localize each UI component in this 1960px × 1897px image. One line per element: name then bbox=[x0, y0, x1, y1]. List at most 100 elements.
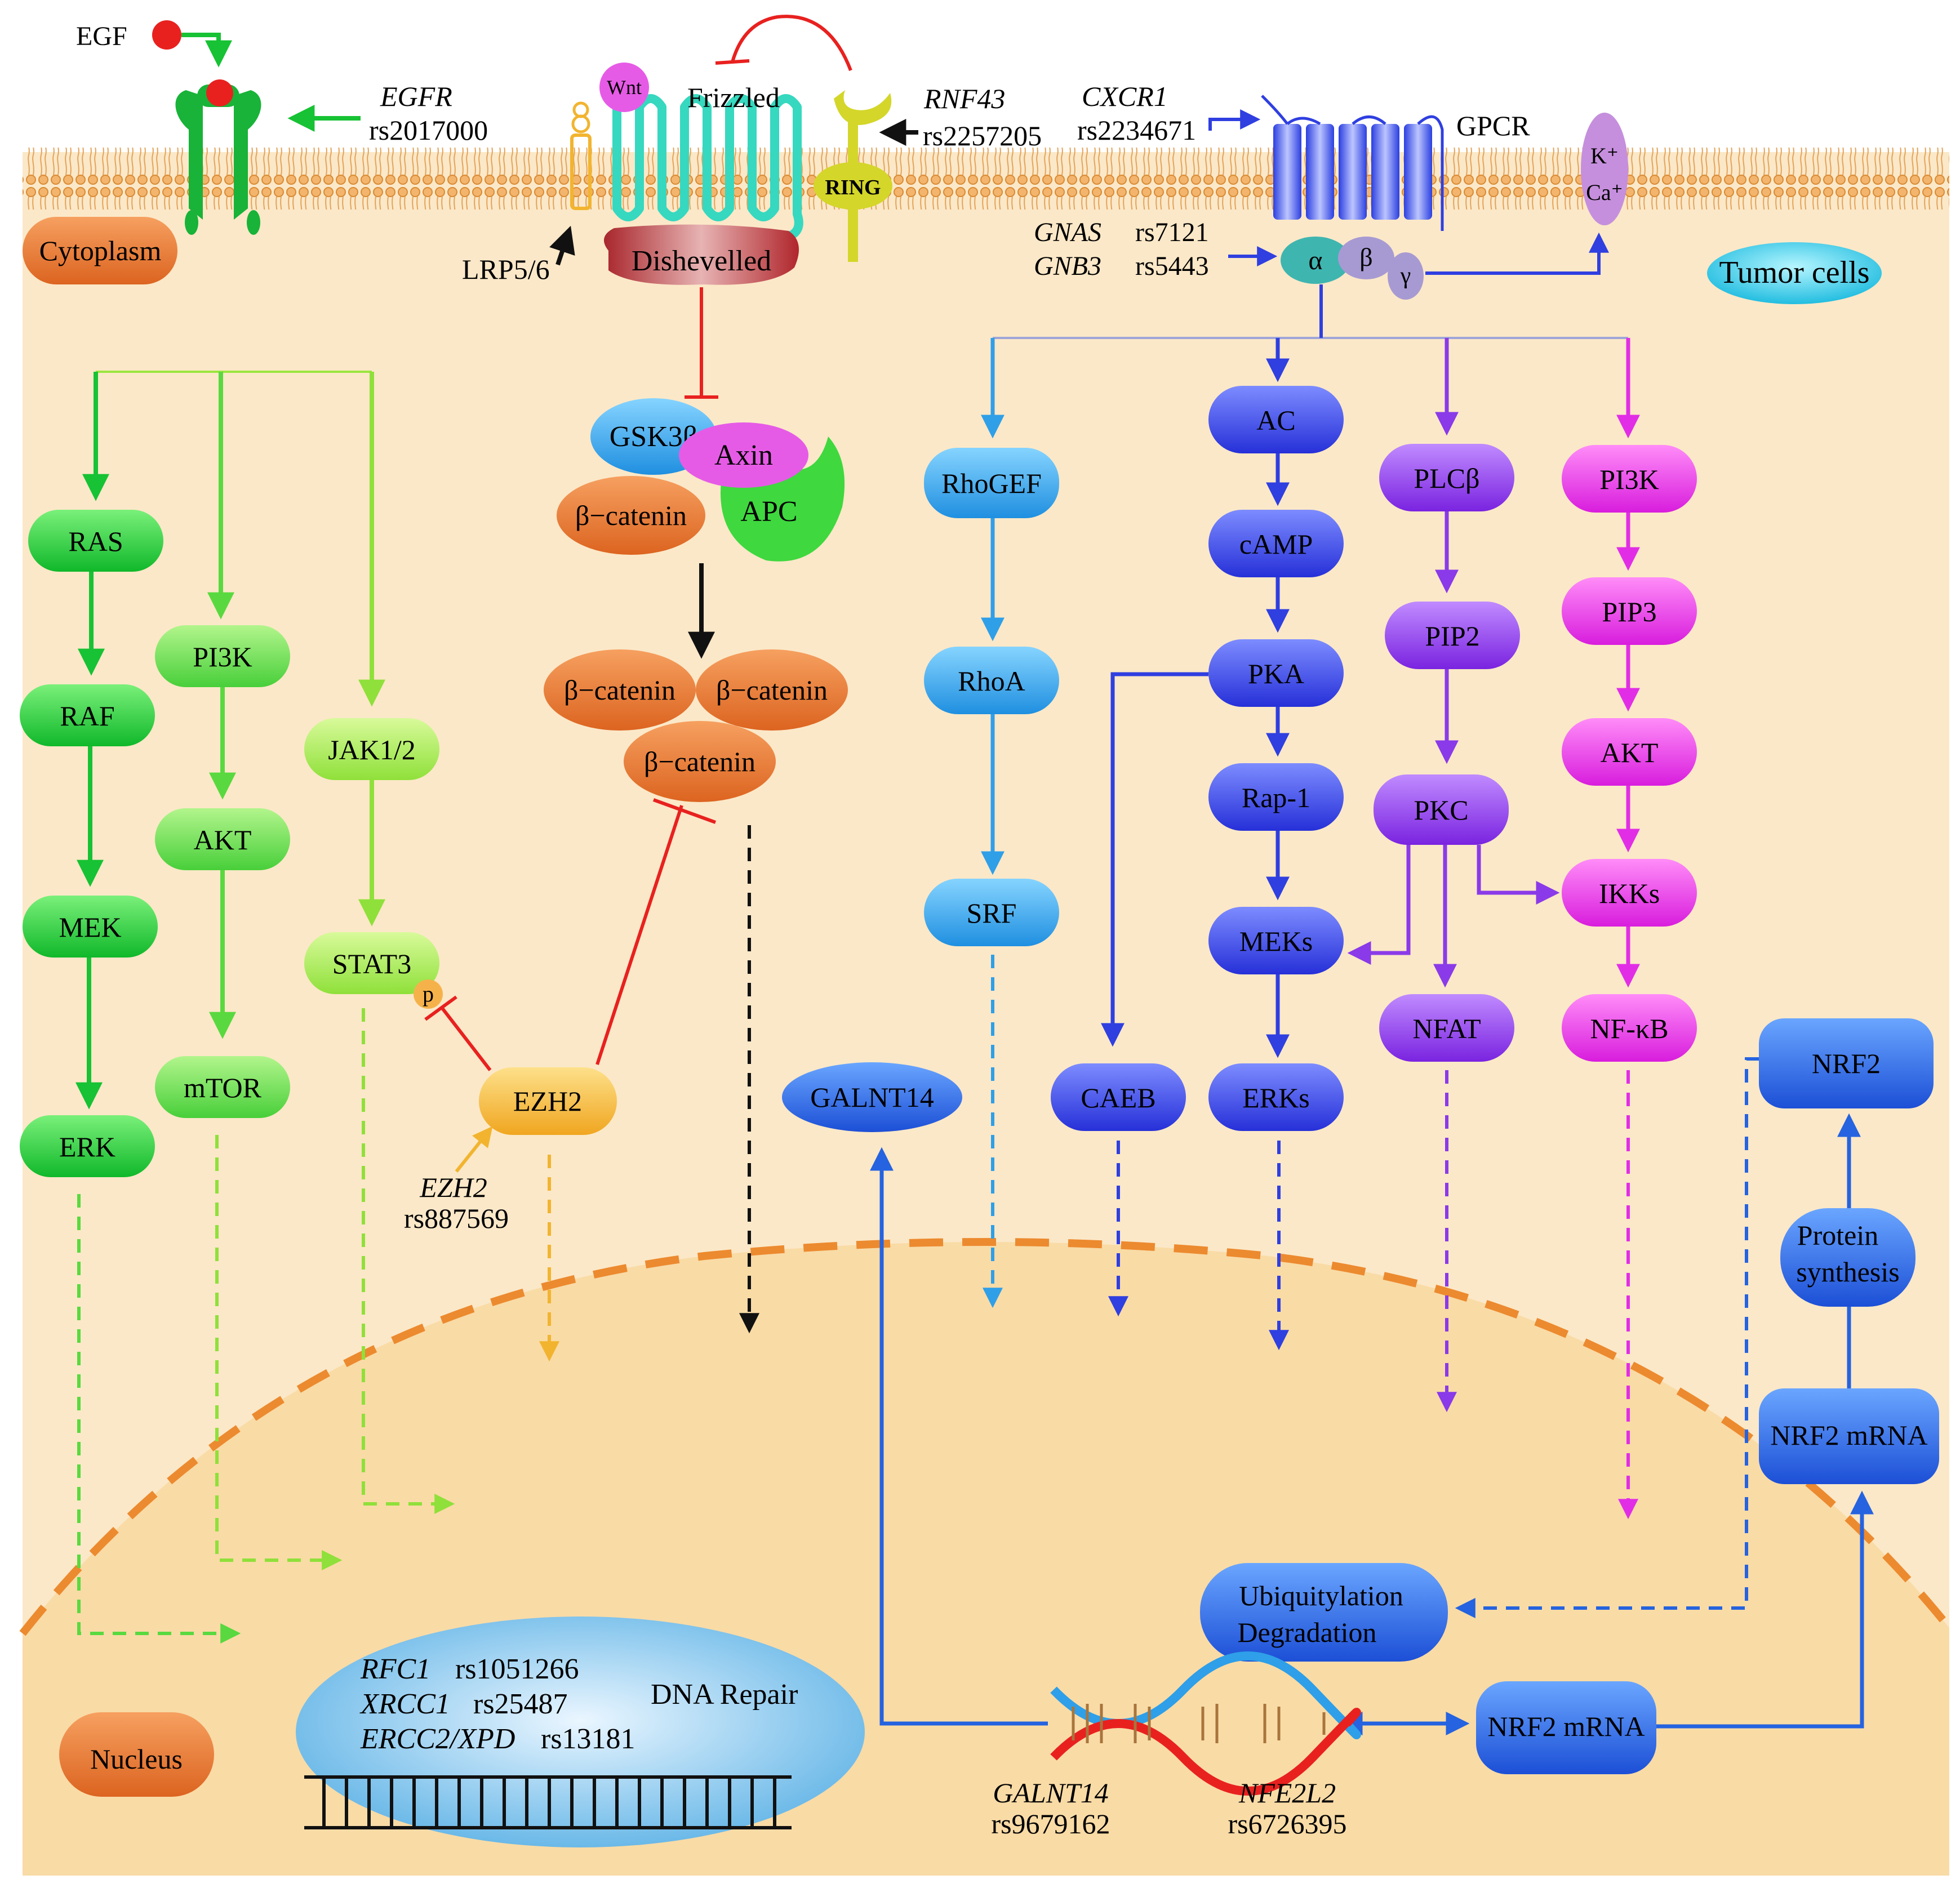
galnt14-snp: rs9679162 bbox=[991, 1808, 1110, 1840]
svg-text:α: α bbox=[1308, 246, 1322, 275]
mtor-to-nucleus bbox=[215, 1135, 343, 1570]
pkc-to-ikks bbox=[1477, 845, 1560, 905]
nucleus-label: Nucleus bbox=[90, 1743, 183, 1775]
node-pip2 bbox=[1385, 602, 1520, 669]
node-pi3k-right bbox=[1562, 445, 1697, 513]
svg-text:Degradation: Degradation bbox=[1237, 1617, 1376, 1648]
node-bcat-1 bbox=[544, 649, 696, 731]
node-pi3k-left bbox=[155, 625, 290, 687]
node-galnt14 bbox=[782, 1062, 962, 1132]
node-caeb bbox=[1051, 1063, 1186, 1131]
g-alpha bbox=[1281, 237, 1350, 284]
ercc2-snp: rs13181 bbox=[541, 1723, 635, 1755]
node-rhoa bbox=[924, 647, 1059, 714]
node-ikks bbox=[1562, 859, 1697, 927]
lrp-coreceptor bbox=[570, 101, 592, 210]
svg-text:Protein: Protein bbox=[1797, 1219, 1878, 1251]
node-erks bbox=[1208, 1063, 1344, 1131]
gnas-snp: rs7121 bbox=[1135, 217, 1209, 247]
ercc2-gene: ERCC2/XPD bbox=[360, 1723, 515, 1755]
ezh2-snp-arrow bbox=[455, 1126, 493, 1173]
rfc1-gene: RFC1 bbox=[360, 1653, 430, 1685]
egf-label: EGF bbox=[76, 21, 127, 51]
node-akt-left bbox=[155, 808, 290, 870]
ezh2-snp: rs887569 bbox=[404, 1203, 509, 1234]
frizzled-label: Frizzled bbox=[687, 82, 780, 113]
egfr-snp: rs2017000 bbox=[369, 114, 488, 146]
nucleus-badge bbox=[59, 1712, 214, 1797]
svg-text:JAK1/2: JAK1/2 bbox=[328, 734, 416, 765]
svg-text:ERKs: ERKs bbox=[1242, 1082, 1309, 1114]
cxcr1-snp: rs2234671 bbox=[1077, 114, 1196, 146]
node-ezh2 bbox=[479, 1067, 617, 1135]
svg-text:RAS: RAS bbox=[68, 526, 123, 557]
node-nrf2-mrna-upper bbox=[1759, 1388, 1939, 1484]
rnf43-gene: RNF43 bbox=[923, 83, 1005, 114]
node-camp bbox=[1208, 510, 1344, 577]
svg-text:CAEB: CAEB bbox=[1081, 1082, 1155, 1114]
svg-text:PLCβ: PLCβ bbox=[1414, 462, 1479, 494]
svg-text:cAMP: cAMP bbox=[1239, 528, 1313, 560]
svg-text:NFAT: NFAT bbox=[1412, 1013, 1481, 1044]
node-bcat-3 bbox=[624, 721, 776, 802]
svg-text:synthesis: synthesis bbox=[1796, 1256, 1899, 1288]
cxcr1-snp-arrow bbox=[1208, 109, 1261, 131]
svg-text:AKT: AKT bbox=[1601, 737, 1659, 768]
node-ubiquitylation bbox=[1200, 1563, 1448, 1662]
dna-repair-label: DNA Repair bbox=[651, 1678, 798, 1711]
lrp-label: LRP5/6 bbox=[462, 253, 550, 285]
svg-text:β−catenin: β−catenin bbox=[644, 746, 755, 777]
node-nrf2-mrna-lower bbox=[1476, 1681, 1656, 1774]
node-ac bbox=[1208, 386, 1344, 453]
svg-text:PKC: PKC bbox=[1414, 794, 1468, 826]
dna-helix bbox=[1050, 1651, 1361, 1796]
galnt14-expression bbox=[870, 1147, 1048, 1726]
node-srf bbox=[924, 879, 1059, 946]
svg-text:NRF2: NRF2 bbox=[1812, 1048, 1881, 1079]
mrna-export bbox=[1656, 1490, 1874, 1729]
node-meks bbox=[1208, 907, 1344, 974]
cytoplasm-badge bbox=[23, 217, 177, 284]
wnt-ligand bbox=[599, 63, 649, 112]
node-nrf2 bbox=[1759, 1018, 1934, 1108]
node-rhogef bbox=[924, 448, 1059, 518]
svg-text:p: p bbox=[423, 981, 434, 1007]
node-pkc bbox=[1374, 774, 1509, 845]
rnf43-inhibition bbox=[731, 15, 852, 72]
ezh2-inhibits-stat3 bbox=[441, 1007, 492, 1071]
node-erk bbox=[20, 1115, 155, 1177]
egf-ligand bbox=[152, 20, 181, 50]
svg-text:Ubiquitylation: Ubiquitylation bbox=[1239, 1580, 1403, 1611]
nuclear-envelope bbox=[19, 1238, 1953, 1636]
svg-text:MEKs: MEKs bbox=[1239, 925, 1313, 957]
svg-text:IKKs: IKKs bbox=[1599, 878, 1660, 909]
tumor-cells-badge bbox=[1707, 242, 1882, 304]
svg-text:Ca⁺: Ca⁺ bbox=[1586, 180, 1623, 205]
gnb3-snp: rs5443 bbox=[1135, 251, 1209, 281]
node-pka bbox=[1208, 639, 1344, 707]
gprotein-to-channel bbox=[1425, 232, 1609, 275]
node-akt-right bbox=[1562, 718, 1697, 786]
svg-text:RAF: RAF bbox=[60, 700, 114, 732]
svg-text:AKT: AKT bbox=[194, 824, 252, 856]
g-beta bbox=[1338, 237, 1394, 279]
wnt-label: Wnt bbox=[607, 76, 642, 99]
svg-text:K⁺: K⁺ bbox=[1590, 143, 1619, 168]
xrcc1-snp: rs25487 bbox=[473, 1688, 568, 1720]
rnf43-snp: rs2257205 bbox=[923, 120, 1042, 152]
frizzled-receptor: Wnt bbox=[599, 63, 803, 241]
ezh2-gene: EZH2 bbox=[419, 1172, 487, 1203]
svg-text:NRF2 mRNA: NRF2 mRNA bbox=[1770, 1419, 1927, 1451]
svg-text:PIP3: PIP3 bbox=[1602, 596, 1656, 627]
node-protein-synthesis bbox=[1780, 1208, 1915, 1307]
phospho-site bbox=[414, 979, 443, 1009]
svg-text:RhoA: RhoA bbox=[958, 665, 1025, 697]
nfe2l2-gene: NFE2L2 bbox=[1238, 1777, 1336, 1809]
node-stat3 bbox=[304, 932, 439, 994]
node-nfkb bbox=[1562, 994, 1697, 1062]
svg-text:ERK: ERK bbox=[59, 1131, 115, 1163]
gnas-gene: GNAS bbox=[1034, 217, 1101, 247]
ezh2-inhibits-bcat bbox=[595, 805, 683, 1065]
rnf43-receptor: RING bbox=[814, 90, 892, 262]
